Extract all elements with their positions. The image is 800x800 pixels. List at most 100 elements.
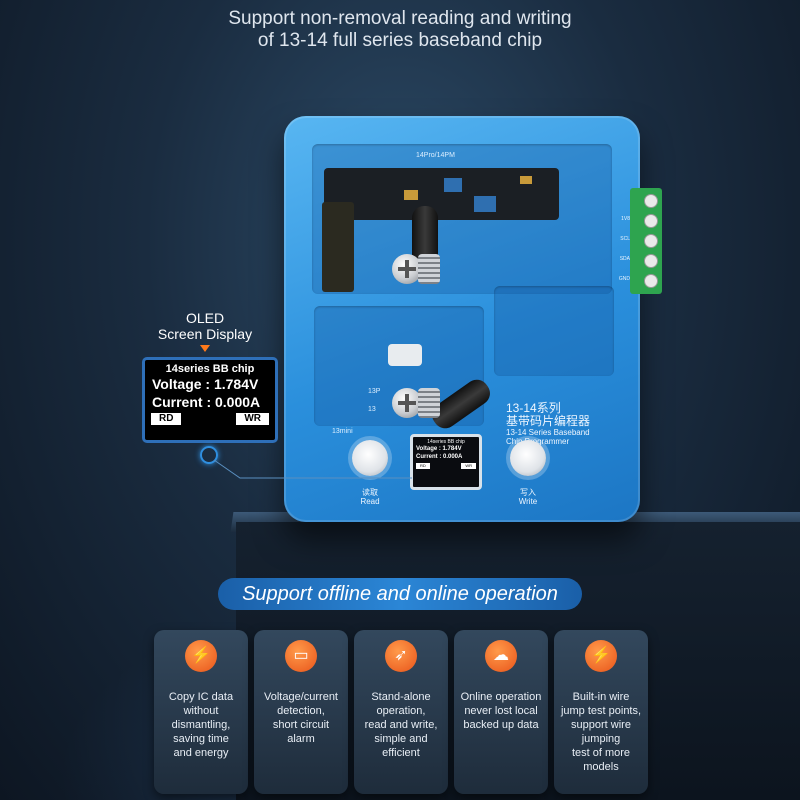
small-screen-current: Current : 0.000A (416, 454, 463, 460)
small-screen-buttons: RD WR (416, 463, 476, 469)
connector-pin (644, 274, 658, 288)
device-title-en1: 13-14 Series Baseband (506, 428, 590, 437)
small-screen-title: 14series BB chip (427, 439, 465, 445)
pin-label-gnd: GND (618, 276, 630, 282)
feature-line: Stand-alone (371, 691, 431, 703)
toggle-switch[interactable] (388, 344, 422, 366)
feature-line: backed up data (463, 719, 539, 731)
oled-zoom-wr: WR (236, 413, 269, 425)
feature-text: Built-in wire jump test points, support … (558, 690, 644, 774)
headline: Support non-removal reading and writing … (0, 8, 800, 52)
feature-line: Built-in wire (572, 691, 630, 703)
feature-line: detection, (277, 705, 325, 717)
oled-zoom-rd: RD (151, 413, 182, 425)
feature-cards: ⚡ Copy IC data without dismantling, savi… (154, 630, 648, 794)
feature-card: ▭ Voltage/current detection, short circu… (254, 630, 348, 794)
lightning-icon: ⚡ (585, 640, 617, 672)
spring-upper (418, 254, 440, 284)
rocket-icon: ➶ (385, 640, 417, 672)
oled-zoom-voltage: Voltage : 1.784V (152, 376, 259, 392)
write-button-label: 写入 Write (508, 488, 548, 506)
pin-label-sda: SDA (619, 256, 630, 262)
feature-card: ☁ Online operation never lost local back… (454, 630, 548, 794)
feature-card: ⚡ Built-in wire jump test points, suppor… (554, 630, 648, 794)
device-title-cn: 13-14系列 (506, 401, 561, 415)
feature-text: Stand-alone operation, read and write, s… (358, 690, 444, 760)
feature-line: Online operation (460, 691, 542, 703)
pin-label-scl: SCL (620, 236, 630, 242)
down-arrow-icon (200, 345, 210, 352)
feature-text: Copy IC data without dismantling, saving… (158, 690, 244, 760)
slot-label-13: 13 (368, 406, 376, 413)
slot-label-13mini: 13mini (332, 428, 353, 435)
read-button[interactable] (352, 440, 388, 476)
pin-connector: 1V8 SCL SDA GND (619, 188, 662, 294)
feature-line: without (183, 705, 219, 717)
headline-line-2: of 13-14 full series baseband chip (257, 30, 543, 51)
feature-line: read and write, (364, 719, 438, 731)
write-label-en: Write (518, 497, 538, 506)
device-title: 13-14系列 基带码片编程器 13-14 Series Baseband Ch… (506, 401, 626, 447)
device-oled-screen: 14series BB chip Voltage : 1.784V Curren… (410, 434, 482, 490)
offline-online-banner: Support offline and online operation (218, 578, 582, 610)
chip (520, 176, 532, 184)
feature-text: Voltage/current detection, short circuit… (258, 690, 344, 746)
feature-line: simple and efficient (374, 733, 428, 759)
device-title-cn2: 基带码片编程器 (506, 414, 591, 428)
chip (444, 178, 462, 192)
oled-zoom-title: 14series BB chip (165, 363, 255, 375)
connector-pin (644, 194, 658, 208)
connector-pin (644, 254, 658, 268)
monitor-icon: ▭ (285, 640, 317, 672)
device-title-en2: Chip Programmer (506, 437, 570, 446)
screw-upper (392, 254, 422, 284)
oled-label: OLED Screen Display (150, 310, 260, 342)
feature-card: ⚡ Copy IC data without dismantling, savi… (154, 630, 248, 794)
feature-line: and energy (173, 747, 229, 759)
headline-line-1: Support non-removal reading and writing (228, 8, 572, 29)
phone-recess (494, 286, 614, 376)
write-label-cn: 写入 (520, 488, 536, 497)
feature-line: jump test points, (560, 705, 642, 717)
feature-line: saving time (173, 733, 229, 745)
feature-line: Voltage/current (264, 691, 338, 703)
small-screen-voltage: Voltage : 1.784V (416, 446, 462, 452)
read-label-cn: 读取 (362, 488, 378, 497)
feature-line: support wire (571, 719, 631, 731)
feature-line: operation, (376, 705, 426, 717)
small-screen-rd: RD (416, 463, 430, 469)
feature-line: jumping (581, 733, 621, 745)
board-label: 14Pro/14PM (416, 152, 455, 159)
oled-zoom-screen: 14series BB chip Voltage : 1.784V Curren… (142, 357, 278, 443)
feature-card: ➶ Stand-alone operation, read and write,… (354, 630, 448, 794)
feature-line: dismantling, (171, 719, 231, 731)
chip (474, 196, 496, 212)
small-screen-wr: WR (461, 463, 476, 469)
programmer-device: 14Pro/14PM 13P 13 13mini 1V8 SCL SDA GND… (284, 116, 662, 522)
oled-zoom-current: Current : 0.000A (152, 394, 261, 410)
read-label-en: Read (360, 497, 380, 506)
screw-lower (392, 388, 422, 418)
oled-label-line-1: OLED (185, 310, 225, 326)
oled-zoom-buttons: RD WR (151, 413, 269, 425)
logic-board (324, 168, 559, 220)
slot-label-13p: 13P (368, 388, 381, 395)
write-button[interactable] (510, 440, 546, 476)
connector-pin (644, 234, 658, 248)
chip (404, 190, 418, 200)
leader-polyline (213, 459, 412, 479)
feature-line: never lost local (464, 705, 538, 717)
feature-line: short circuit alarm (272, 719, 330, 745)
feature-text: Online operation never lost local backed… (458, 690, 544, 732)
pin-label-1v8: 1V8 (621, 216, 630, 222)
read-button-label: 读取 Read (350, 488, 390, 506)
feature-line: test of more models (571, 747, 631, 773)
lightning-icon: ⚡ (185, 640, 217, 672)
feature-line: Copy IC data (168, 691, 234, 703)
flex-board (322, 202, 354, 292)
callout-target-icon (200, 446, 218, 464)
cloud-icon: ☁ (485, 640, 517, 672)
oled-label-line-2: Screen Display (157, 326, 253, 342)
spring-lower (418, 388, 440, 418)
